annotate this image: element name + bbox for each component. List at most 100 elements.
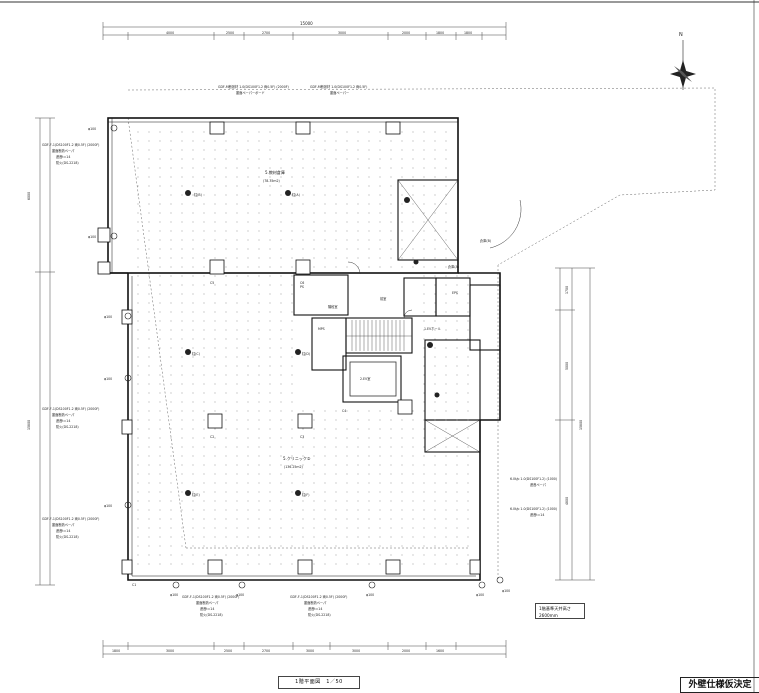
grid-dot	[247, 392, 249, 394]
grid-dot	[236, 446, 238, 448]
grid-dot	[423, 491, 425, 493]
grid-dot	[225, 374, 227, 376]
grid-dot	[247, 374, 249, 376]
grid-dot	[269, 383, 271, 385]
svg-text:φ100: φ100	[366, 593, 374, 597]
grid-dot	[181, 437, 183, 439]
grid-dot	[148, 230, 150, 232]
grid-dot	[170, 194, 172, 196]
grid-dot	[445, 455, 447, 457]
grid-dot	[357, 455, 359, 457]
svg-text:C6: C6	[300, 281, 304, 285]
grid-dot	[148, 383, 150, 385]
grid-dot	[423, 482, 425, 484]
grid-dot	[467, 383, 469, 385]
grid-dot	[313, 518, 315, 520]
grid-dot	[368, 410, 370, 412]
grid-dot	[445, 239, 447, 241]
left-dimension-lines	[35, 117, 55, 586]
grid-dot	[346, 230, 348, 232]
svg-text:C5: C5	[210, 281, 214, 285]
grid-dot	[236, 185, 238, 187]
grid-dot	[181, 284, 183, 286]
grid-dot	[280, 266, 282, 268]
shaft-crosses	[349, 179, 481, 453]
grid-dot	[214, 374, 216, 376]
grid-dot	[159, 131, 161, 133]
grid-dot	[434, 212, 436, 214]
grid-dot	[291, 275, 293, 277]
grid-dot	[379, 464, 381, 466]
grid-dot	[357, 563, 359, 565]
grid-dot	[170, 320, 172, 322]
grid-dot	[445, 167, 447, 169]
grid-dot	[434, 401, 436, 403]
grid-dot	[236, 347, 238, 349]
grid-dot	[258, 473, 260, 475]
grid-dot	[280, 185, 282, 187]
grid-dot	[247, 221, 249, 223]
grid-dot	[159, 167, 161, 169]
grid-dot	[192, 464, 194, 466]
grid-dot	[302, 428, 304, 430]
grid-dot	[368, 131, 370, 133]
grid-dot	[423, 149, 425, 151]
grid-dot	[313, 140, 315, 142]
grid-dot	[170, 563, 172, 565]
grid-dot	[434, 140, 436, 142]
grid-dot	[214, 554, 216, 556]
grid-dot	[269, 338, 271, 340]
grid-dot	[148, 284, 150, 286]
grid-dot	[467, 401, 469, 403]
svg-text:1600: 1600	[436, 649, 444, 653]
grid-dot	[247, 473, 249, 475]
svg-text:2000: 2000	[402, 31, 410, 35]
grid-dot	[170, 428, 172, 430]
site-boundary	[127, 87, 716, 580]
grid-dot	[313, 437, 315, 439]
grid-dot	[346, 428, 348, 430]
grid-dot	[357, 257, 359, 259]
grid-dot	[236, 374, 238, 376]
rain-drains	[110, 124, 504, 589]
grid-dot	[258, 167, 260, 169]
grid-dot	[291, 518, 293, 520]
grid-dot	[401, 185, 403, 187]
grid-dot	[390, 158, 392, 160]
grid-dot	[192, 473, 194, 475]
grid-dot	[148, 194, 150, 196]
grid-dot	[434, 167, 436, 169]
grid-dot	[291, 428, 293, 430]
grid-dot	[445, 500, 447, 502]
grid-dot	[401, 149, 403, 151]
grid-dot	[247, 176, 249, 178]
grid-dot	[423, 464, 425, 466]
grid-dot	[368, 464, 370, 466]
grid-dot	[236, 428, 238, 430]
grid-dot	[445, 365, 447, 367]
grid-dot	[434, 266, 436, 268]
grid-dot	[269, 392, 271, 394]
grid-dot	[192, 428, 194, 430]
grid-dot	[324, 455, 326, 457]
grid-dot	[258, 464, 260, 466]
grid-dot	[247, 284, 249, 286]
grid-dot	[214, 293, 216, 295]
grid-dot	[192, 266, 194, 268]
grid-dot	[280, 293, 282, 295]
grid-dot	[225, 527, 227, 529]
grid-dot	[291, 221, 293, 223]
grid-dot	[236, 392, 238, 394]
grid-dot	[203, 185, 205, 187]
grid-dot	[412, 536, 414, 538]
grid-dot	[137, 518, 139, 520]
grid-dot	[137, 293, 139, 295]
grid-dot	[203, 473, 205, 475]
grid-dot	[247, 140, 249, 142]
ceiling-height-note: 1階基準天井高さ 2600mm	[535, 603, 585, 619]
grid-dot	[247, 185, 249, 187]
grid-dot	[324, 185, 326, 187]
grid-dot	[247, 167, 249, 169]
grid-dot	[192, 518, 194, 520]
grid-dot	[269, 131, 271, 133]
